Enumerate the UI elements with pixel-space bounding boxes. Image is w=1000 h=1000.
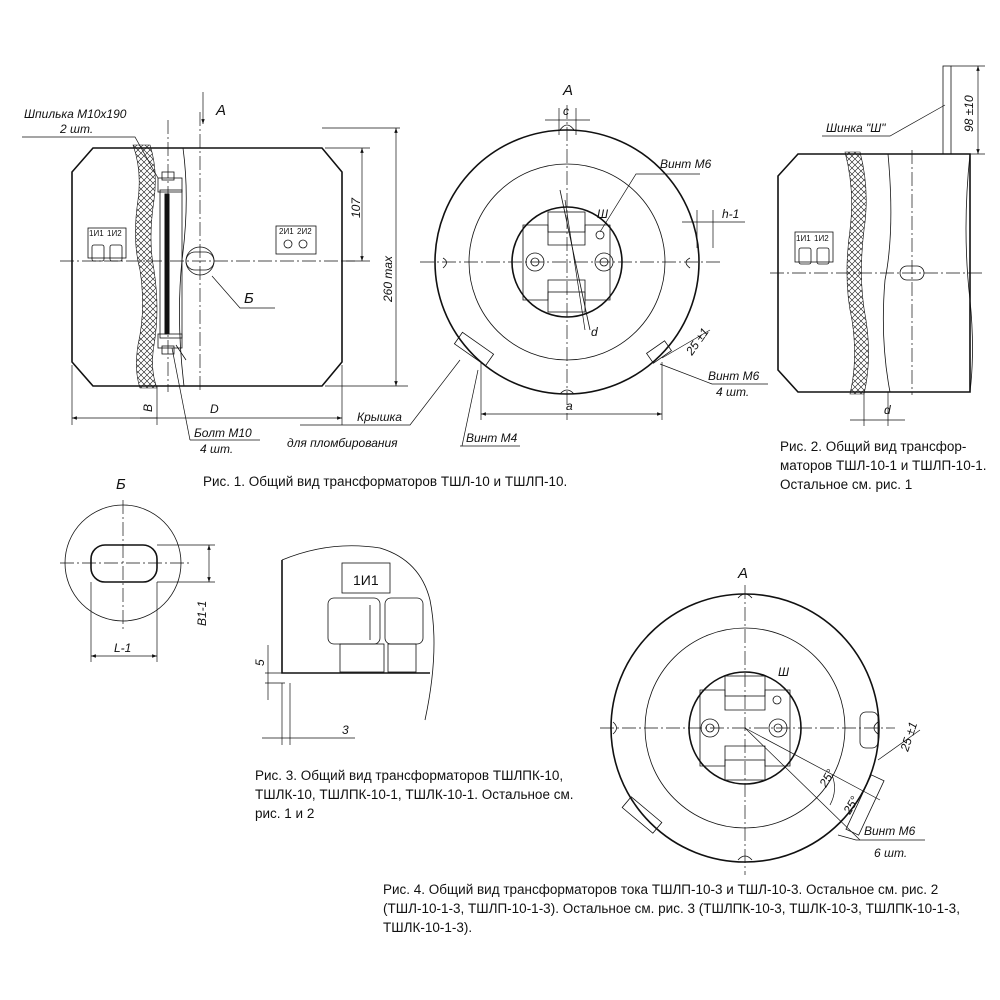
fig4-dim-25: 25 ±1 [897,720,920,754]
fig4-bus-mark: Ш [778,665,790,679]
figure-4-caption: Рис. 4. Общий вид трансформаторов тока Т… [383,882,960,935]
dim-l: L-1 [114,641,131,655]
dim-260: 260 max [381,255,395,303]
fig3-terminal-label: 1И1 [353,572,379,588]
figure-3-caption: Рис. 3. Общий вид трансформаторов ТШЛПК-… [255,768,574,821]
fig2-terminal-1i2: 1И2 [814,234,829,243]
fig1-side-view: 1И1 1И2 2И1 2И2 А Шпилька М10x190 2 шт. … [22,92,408,456]
dim-107: 107 [349,197,363,218]
bolt-qty-label: 4 шт. [200,442,233,456]
bolt-label: Болт М10 [194,426,252,440]
fig1-dim-d: d [591,325,598,339]
fig4-angle-2: 25° [840,794,862,818]
dim-98: 98 ±10 [962,95,976,132]
cover-sub-label: для пломбирования [287,436,398,450]
stud-label: Шпилька М10x190 [24,107,127,121]
dim-3: 3 [342,723,349,737]
dim-5: 5 [253,659,267,666]
terminal-label-1i1: 1И1 [89,229,104,238]
fig1-front-view: А с Ш Винт М6 h-1 d 25 ±1 Винт М6 4 шт. … [287,82,768,450]
fig2-terminal-1i1: 1И1 [796,234,811,243]
stud-qty-label: 2 шт. [59,122,93,136]
dim-b: В [141,404,155,412]
dim-h: h-1 [722,207,739,221]
fig2-side-view: 1И1 1И2 98 ±10 Шинка "Ш" d [770,65,985,426]
view-b-callout: Б [244,290,254,307]
fig1-dim-25: 25 ±1 [682,325,711,358]
fig1-bus-mark: Ш [597,207,609,221]
fig1-screw-m6-label: Винт М6 [660,157,712,171]
fig1-view-a-label: А [215,102,226,119]
terminal-label-2i2: 2И2 [297,227,312,236]
fig2-dim-d: d [884,403,891,417]
terminal-label-2i1: 2И1 [279,227,294,236]
fig3-detail: 1И1 5 3 [253,545,435,745]
fig4-front-view: А Ш 25° 25° 25 ±1 Винт М6 6 шт. [600,565,925,875]
dim-d-width: D [210,402,219,416]
dim-b1: В1-1 [195,601,209,626]
screw-m4-label: Винт М4 [466,431,518,445]
dim-a: а [566,399,573,413]
fig4-view-a-label: А [737,565,748,582]
detail-b-title: Б [116,476,126,493]
terminal-label-1i2: 1И2 [107,229,122,238]
fig1-front-view-a-label: А [562,82,573,99]
figure-1-caption: Рис. 1. Общий вид трансформаторов ТШЛ-10… [203,474,568,489]
bus-label: Шинка "Ш" [826,121,886,135]
detail-b: Б В1-1 L-1 [60,476,215,662]
fig4-screw-m6-label: Винт М6 [864,824,916,838]
cover-label: Крышка [357,410,402,424]
fig4-screw-m6-qty-label: 6 шт. [874,846,907,860]
dim-c: с [563,104,569,118]
figure-2-caption: Рис. 2. Общий вид трансфор- маторов ТШЛ-… [780,439,987,492]
fig1-screw-m6-right-label: Винт М6 [708,369,760,383]
fig1-screw-m6-qty-label: 4 шт. [716,385,749,399]
